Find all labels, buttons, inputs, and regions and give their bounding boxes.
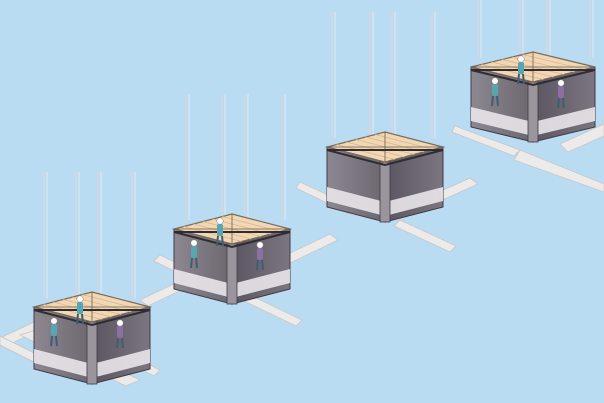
worker-body: [257, 248, 263, 260]
worker-helmet: [518, 56, 524, 62]
worker-helmet: [257, 242, 263, 248]
worker-helmet: [117, 320, 123, 326]
corner-column: [528, 82, 538, 142]
worker-body: [217, 224, 223, 236]
worker-leg: [262, 260, 263, 270]
slab-strip-12: [244, 295, 302, 326]
worker-helmet: [77, 296, 83, 302]
worker-leg: [563, 98, 564, 108]
worker-body: [51, 324, 57, 336]
worker-body: [558, 86, 564, 98]
worker-body: [191, 246, 197, 258]
worker-leg: [523, 74, 524, 84]
block-2: [174, 94, 290, 304]
corner-column: [227, 244, 237, 304]
worker-leg: [497, 96, 498, 106]
worker-helmet: [217, 218, 223, 224]
worker-leg: [196, 258, 197, 268]
corner-column: [380, 162, 390, 222]
worker-leg: [77, 314, 78, 324]
worker-leg: [117, 338, 118, 348]
block-1: [34, 172, 150, 384]
block-4: [471, 0, 595, 142]
worker-leg: [56, 336, 57, 346]
worker-leg: [257, 260, 258, 270]
worker-leg: [122, 338, 123, 348]
worker-body: [117, 326, 123, 338]
worker-helmet: [191, 240, 197, 246]
worker-helmet: [558, 80, 564, 86]
corner-column: [87, 322, 97, 384]
worker-leg: [51, 336, 52, 346]
worker-leg: [492, 96, 493, 106]
slab-strip-10: [394, 220, 456, 252]
worker-leg: [518, 74, 519, 84]
worker-leg: [222, 236, 223, 246]
worker-body: [518, 62, 524, 74]
worker-leg: [217, 236, 218, 246]
worker-helmet: [51, 318, 57, 324]
block-3: [327, 12, 443, 222]
worker-leg: [82, 314, 83, 324]
worker-body: [77, 302, 83, 314]
worker-leg: [558, 98, 559, 108]
worker-leg: [191, 258, 192, 268]
worker-body: [492, 84, 498, 96]
worker-helmet: [492, 78, 498, 84]
slab-strip-8: [514, 150, 604, 192]
